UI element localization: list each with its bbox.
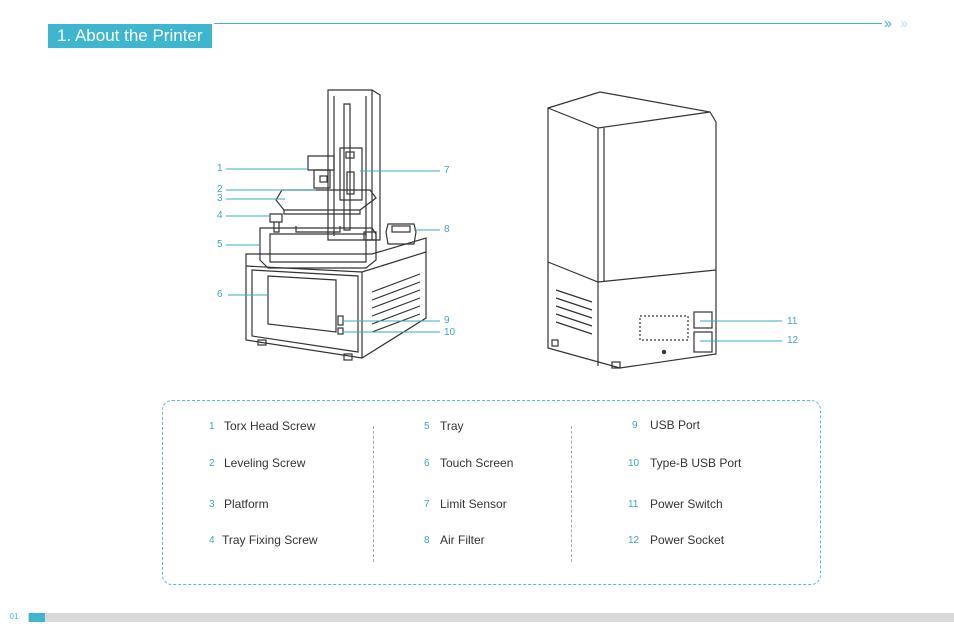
legend-label: Type-B USB Port (650, 456, 742, 470)
callout-3: 3 (217, 193, 223, 204)
printer-front-view (245, 89, 427, 361)
callout-7: 7 (444, 165, 450, 176)
footer-bar (0, 613, 954, 622)
legend-label: Touch Screen (440, 456, 514, 470)
legend-label: Torx Head Screw (224, 419, 316, 433)
callout-2: 2 (217, 184, 223, 195)
legend-number: 8 (424, 535, 430, 546)
legend-label: Leveling Screw (224, 456, 306, 470)
callout-11: 11 (787, 316, 798, 327)
legend-number: 6 (424, 458, 430, 469)
chevron-right-icon-faded: ›› (900, 15, 908, 32)
printer-back-view (547, 91, 717, 369)
section-title: 1. About the Printer (48, 24, 212, 48)
legend-number: 12 (628, 535, 640, 546)
footer-accent (29, 613, 45, 622)
callout-10: 10 (444, 327, 456, 338)
chevron-right-icon: ›› (884, 15, 892, 32)
header-rule (214, 23, 882, 24)
legend-label: USB Port (650, 418, 701, 432)
legend-number: 10 (628, 458, 640, 469)
legend-label: Tray Fixing Screw (222, 533, 318, 547)
legend-label: Power Socket (650, 533, 725, 547)
legend-number: 1 (209, 421, 215, 432)
callout-lines (226, 168, 782, 342)
legend-number: 7 (424, 499, 430, 510)
legend-number: 4 (209, 535, 215, 546)
legend-number: 2 (209, 458, 215, 469)
callout-5: 5 (217, 239, 223, 250)
callout-8: 8 (444, 224, 450, 235)
callout-9: 9 (444, 315, 450, 326)
legend-label: Air Filter (440, 533, 485, 547)
legend-number: 9 (632, 420, 638, 431)
legend-number: 3 (209, 499, 215, 510)
callout-12: 12 (787, 335, 799, 346)
legend-number: 11 (628, 499, 639, 510)
legend-number: 5 (424, 421, 430, 432)
legend-label: Limit Sensor (440, 497, 507, 511)
legend-label: Power Switch (650, 497, 723, 511)
legend-label: Tray (440, 419, 464, 433)
legend-box (162, 400, 821, 585)
callout-4: 4 (217, 210, 223, 221)
legend-divider (373, 426, 374, 562)
legend-divider (571, 426, 572, 562)
callout-1: 1 (217, 163, 223, 174)
page-number: 01 (0, 611, 28, 623)
callout-6: 6 (217, 289, 223, 300)
legend-label: Platform (224, 497, 269, 511)
